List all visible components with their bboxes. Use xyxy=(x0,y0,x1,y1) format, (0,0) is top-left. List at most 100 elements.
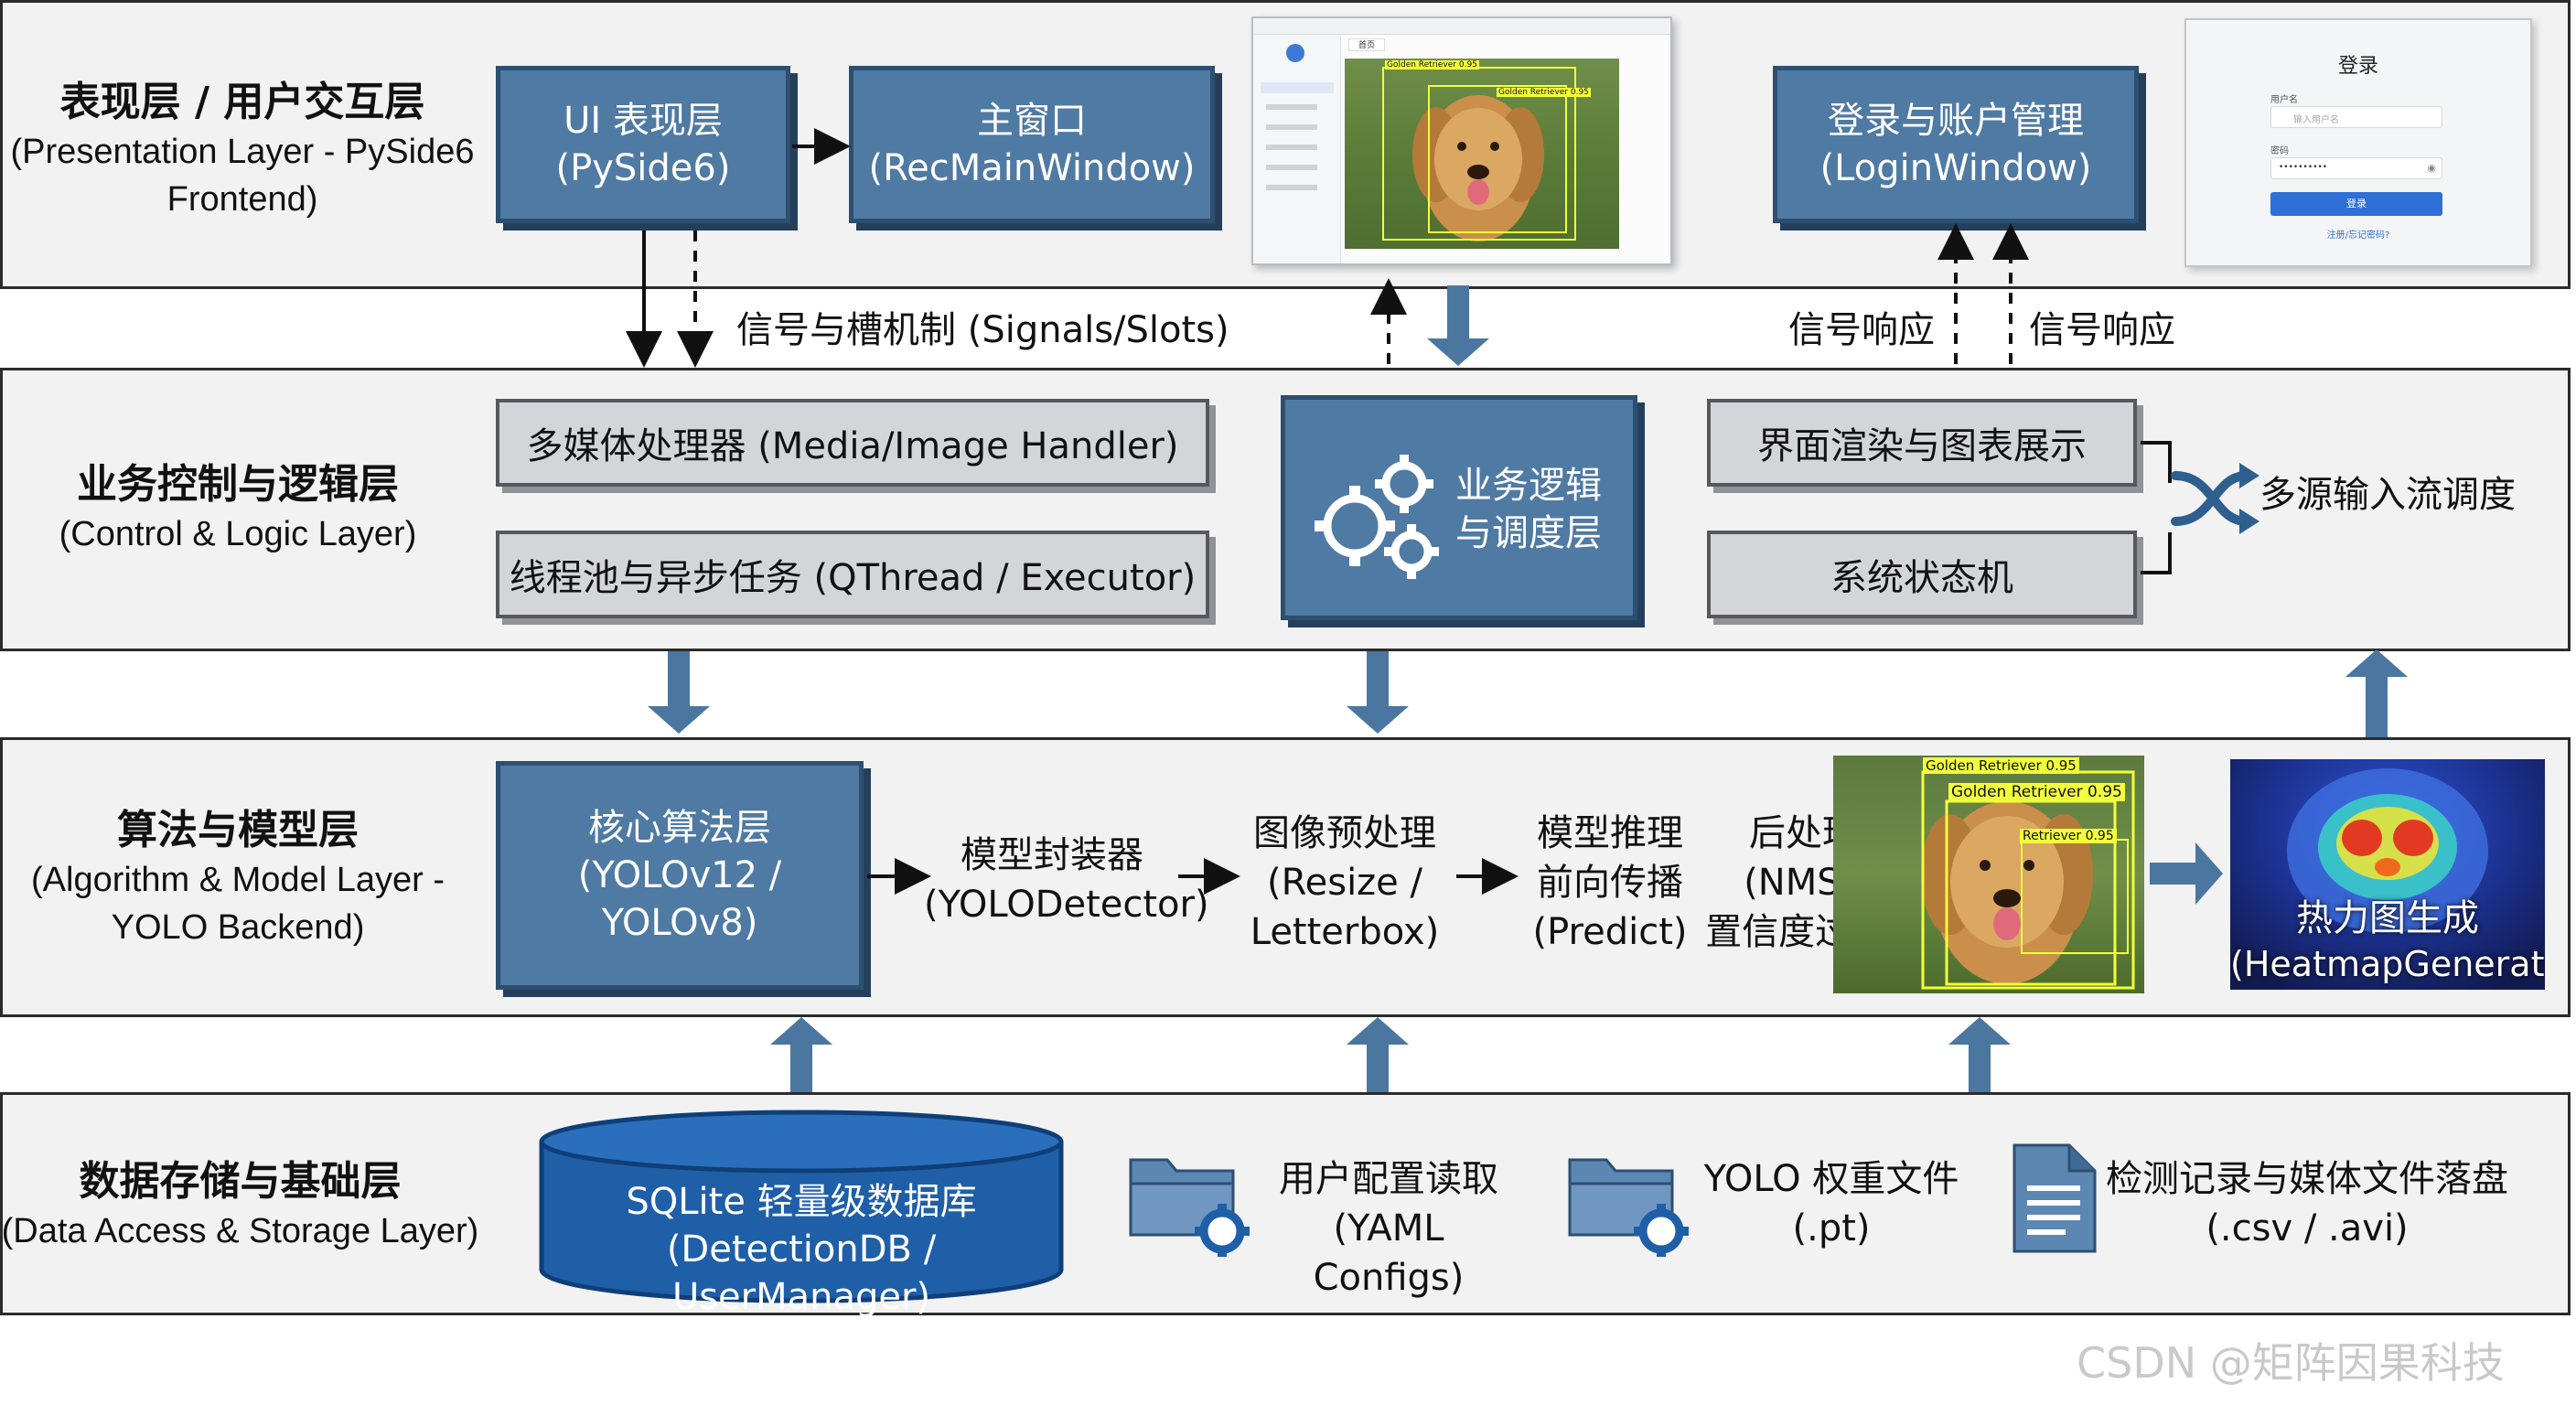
login-screenshot-title: 登录 xyxy=(2337,55,2378,78)
presentation-layer-title-en-2: Frontend) xyxy=(166,179,318,219)
data-layer-title-en: (Data Access & Storage Layer) xyxy=(1,1212,479,1251)
app-detection-label-1: Golden Retriever 0.95 xyxy=(1385,60,1479,70)
algorithm-layer-title-en-1: (Algorithm & Model Layer - xyxy=(31,861,445,900)
config-label: 用户配置读取 (YAML Configs) xyxy=(1261,1154,1517,1303)
weights-line-1: YOLO 权重文件 xyxy=(1703,1158,1959,1200)
heatmap-subtitle: (HeatmapGenerator) xyxy=(2230,944,2545,984)
data-up-block-arrow-1 xyxy=(770,1017,832,1092)
model-wrapper-line-1: 模型封装器 xyxy=(961,834,1143,876)
data-up-block-arrow-2 xyxy=(1347,1017,1409,1092)
algo-up-block-arrow xyxy=(2345,649,2408,737)
login-username-placeholder: 输入用户名 xyxy=(2293,115,2339,125)
thread-pool-box: 线程池与异步任务 (QThread / Executor) xyxy=(496,531,1209,618)
app-tab[interactable]: 首页 xyxy=(1348,38,1385,51)
sqlite-db-title: SQLite 轻量级数据库 xyxy=(626,1181,977,1223)
config-folder-gear-icon xyxy=(1129,1158,1250,1257)
detection-dog-illustration xyxy=(1921,770,2135,990)
login-box-title: 登录与账户管理 xyxy=(1828,100,2084,142)
business-core-text: 业务逻辑 与调度层 xyxy=(1455,462,1635,557)
app-dog-illustration xyxy=(1382,67,1576,241)
login-password-input[interactable]: •••••••••• ◉ xyxy=(2270,157,2442,179)
app-sidebar-item[interactable] xyxy=(1266,185,1317,190)
config-line-2: (YAML Configs) xyxy=(1313,1207,1465,1299)
login-username-label: 用户名 xyxy=(2270,95,2298,105)
sqlite-db-subtitle: (DetectionDB / UserManager) xyxy=(666,1228,937,1318)
records-line-2: (.csv / .avi) xyxy=(2206,1207,2409,1249)
algorithm-layer-title-en-2: YOLO Backend) xyxy=(111,907,365,947)
inference-line-2: 前向传播 xyxy=(1537,862,1683,904)
login-submit-button[interactable]: 登录 xyxy=(2270,192,2442,216)
presentation-layer-title: 表现层 / 用户交互层 (Presentation Layer - PySide… xyxy=(9,75,476,223)
model-wrapper-label: 模型封装器 (YOLODetector) xyxy=(924,831,1209,929)
preprocess-line-1: 图像预处理 xyxy=(1253,812,1436,854)
media-handler-box: 多媒体处理器 (Media/Image Handler) xyxy=(496,399,1209,487)
ui-layer-box: UI 表现层 (PySide6) xyxy=(496,66,790,223)
records-label: 检测记录与媒体文件落盘 (.csv / .avi) xyxy=(2106,1154,2508,1253)
app-sidebar-item[interactable] xyxy=(1266,165,1317,170)
control-down-block-arrow-2 xyxy=(1347,651,1409,734)
business-core-box: 业务逻辑 与调度层 xyxy=(1281,395,1637,620)
detection-label-3: Retriever 0.95 xyxy=(2020,829,2117,843)
heatmap-title: 热力图生成 xyxy=(2296,897,2479,939)
gears-icon xyxy=(1315,455,1439,579)
ui-layer-box-subtitle: (PySide6) xyxy=(555,147,731,189)
business-core-line-2: 与调度层 xyxy=(1455,512,1602,554)
detection-label-1: Golden Retriever 0.95 xyxy=(1923,757,2079,774)
heatmap-image: 热力图生成 (HeatmapGenerator) xyxy=(2230,759,2545,990)
login-username-input[interactable]: 输入用户名 xyxy=(2270,106,2442,128)
eye-icon[interactable]: ◉ xyxy=(2427,162,2436,174)
app-screenshot: 首页 Golden Retriever 0.95 Golden Retrieve… xyxy=(1251,16,1672,265)
app-sidebar-item[interactable] xyxy=(1266,104,1317,110)
signals-slots-label: 信号与槽机制 (Signals/Slots) xyxy=(736,309,1229,351)
control-layer-title-zh: 业务控制与逻辑层 xyxy=(77,461,399,508)
watermark: CSDN @矩阵因果科技 xyxy=(2077,1338,2505,1388)
algorithm-layer-title: 算法与模型层 (Algorithm & Model Layer - YOLO B… xyxy=(9,803,467,951)
login-register-link[interactable]: 注册/忘记密码? xyxy=(2326,231,2390,241)
document-icon xyxy=(2012,1143,2097,1253)
control-layer-title: 业务控制与逻辑层 (Control & Logic Layer) xyxy=(37,457,439,559)
app-sidebar-item[interactable] xyxy=(1266,145,1317,150)
data-up-block-arrow-3 xyxy=(1948,1017,2011,1092)
app-avatar xyxy=(1286,44,1304,62)
presentation-layer-title-zh: 表现层 / 用户交互层 xyxy=(59,79,425,125)
preprocess-line-2: (Resize / xyxy=(1267,862,1422,904)
algorithm-layer-title-zh: 算法与模型层 xyxy=(117,807,359,853)
records-line-1: 检测记录与媒体文件落盘 xyxy=(2106,1158,2508,1200)
state-machine-box: 系统状态机 xyxy=(1707,531,2137,618)
render-box: 界面渲染与图表展示 xyxy=(1707,399,2137,487)
login-password-label: 密码 xyxy=(2270,146,2289,156)
multi-input-label: 多源输入流调度 xyxy=(2259,474,2516,516)
inference-label: 模型推理 前向传播 (Predict) xyxy=(1519,809,1701,957)
core-algo-box-subtitle: (YOLOv12 / YOLOv8) xyxy=(577,854,782,944)
control-layer-title-en: (Control & Logic Layer) xyxy=(59,515,417,554)
weights-label: YOLO 权重文件 (.pt) xyxy=(1703,1154,1959,1253)
login-screenshot: 登录 用户名 输入用户名 密码 •••••••••• ◉ 登录 注册/忘记密码? xyxy=(2184,18,2532,267)
main-window-box: 主窗口 (RecMainWindow) xyxy=(849,66,1215,223)
login-box-subtitle: (LoginWindow) xyxy=(1819,147,2092,189)
detection-result-image: Golden Retriever 0.95 Golden Retriever 0… xyxy=(1833,756,2144,993)
app-titlebar xyxy=(1253,18,1670,35)
config-line-1: 用户配置读取 xyxy=(1279,1158,1498,1200)
inference-line-1: 模型推理 xyxy=(1537,812,1683,854)
core-algo-box-title: 核心算法层 xyxy=(588,807,771,849)
preprocess-label: 图像预处理 (Resize / Letterbox) xyxy=(1226,809,1464,957)
weights-line-2: (.pt) xyxy=(1792,1207,1871,1249)
detection-label-2: Golden Retriever 0.95 xyxy=(1948,783,2125,801)
business-core-line-1: 业务逻辑 xyxy=(1455,465,1602,507)
main-down-block-arrow xyxy=(1427,285,1489,366)
model-wrapper-line-2: (YOLODetector) xyxy=(924,884,1209,926)
login-password-value: •••••••••• xyxy=(2279,163,2328,172)
signal-response-label-right: 信号响应 xyxy=(2029,309,2175,351)
weights-folder-gear-icon xyxy=(1568,1158,1689,1257)
app-dog-photo: Golden Retriever 0.95 Golden Retriever 0… xyxy=(1345,59,1619,249)
inference-line-3: (Predict) xyxy=(1532,911,1688,953)
sqlite-db-text: SQLite 轻量级数据库 (DetectionDB / UserManager… xyxy=(538,1178,1065,1321)
control-down-block-arrow-1 xyxy=(648,651,710,734)
app-sidebar-item[interactable] xyxy=(1266,124,1317,130)
core-algo-box: 核心算法层 (YOLOv12 / YOLOv8) xyxy=(496,761,864,990)
app-sidebar-item[interactable] xyxy=(1261,82,1334,93)
heatmap-illustration xyxy=(2287,768,2488,933)
preprocess-line-3: Letterbox) xyxy=(1250,911,1440,953)
data-layer-title-zh: 数据存储与基础层 xyxy=(79,1158,402,1205)
data-layer-band xyxy=(0,1092,2571,1315)
